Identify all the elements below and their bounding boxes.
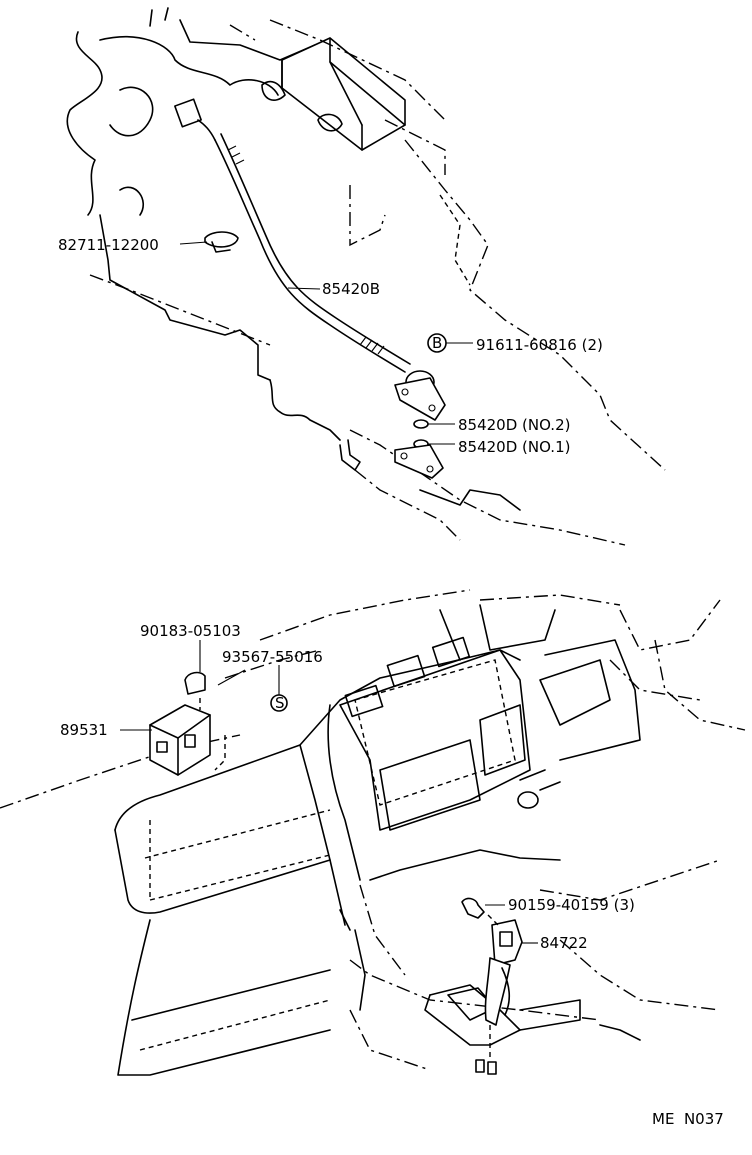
shift-sensor-assembly [461, 897, 538, 1075]
label-90183-05103: 90183-05103 [140, 622, 241, 640]
o-rings [394, 419, 444, 479]
marker-b-letter: B [432, 334, 442, 352]
upper-leader-lines [179, 241, 473, 445]
diagram-code: ME N037 [652, 1110, 724, 1128]
bolt-marker-b: B [427, 333, 447, 353]
label-82711-12200: 82711-12200 [58, 236, 159, 254]
label-93567-55016: 93567-55016 [222, 648, 323, 666]
clamp-part [204, 231, 239, 253]
label-91611-60816: 91611-60816 (2) [476, 336, 603, 354]
label-84722: 84722 [540, 934, 588, 952]
engine-outline [66, 7, 666, 546]
label-90159-40159: 90159-40159 (3) [508, 896, 635, 914]
label-89531: 89531 [60, 721, 108, 739]
label-85420b: 85420B [322, 280, 380, 298]
label-85420d-no2: 85420D (NO.2) [458, 416, 570, 434]
screw-marker-s: S [270, 694, 288, 712]
speed-sensor-cable [174, 98, 446, 421]
relay-assembly [149, 669, 246, 776]
dashboard-outline [0, 589, 746, 1076]
label-85420d-no1: 85420D (NO.1) [458, 438, 570, 456]
lower-leader-lines [120, 640, 280, 731]
marker-s-letter: S [275, 694, 285, 712]
